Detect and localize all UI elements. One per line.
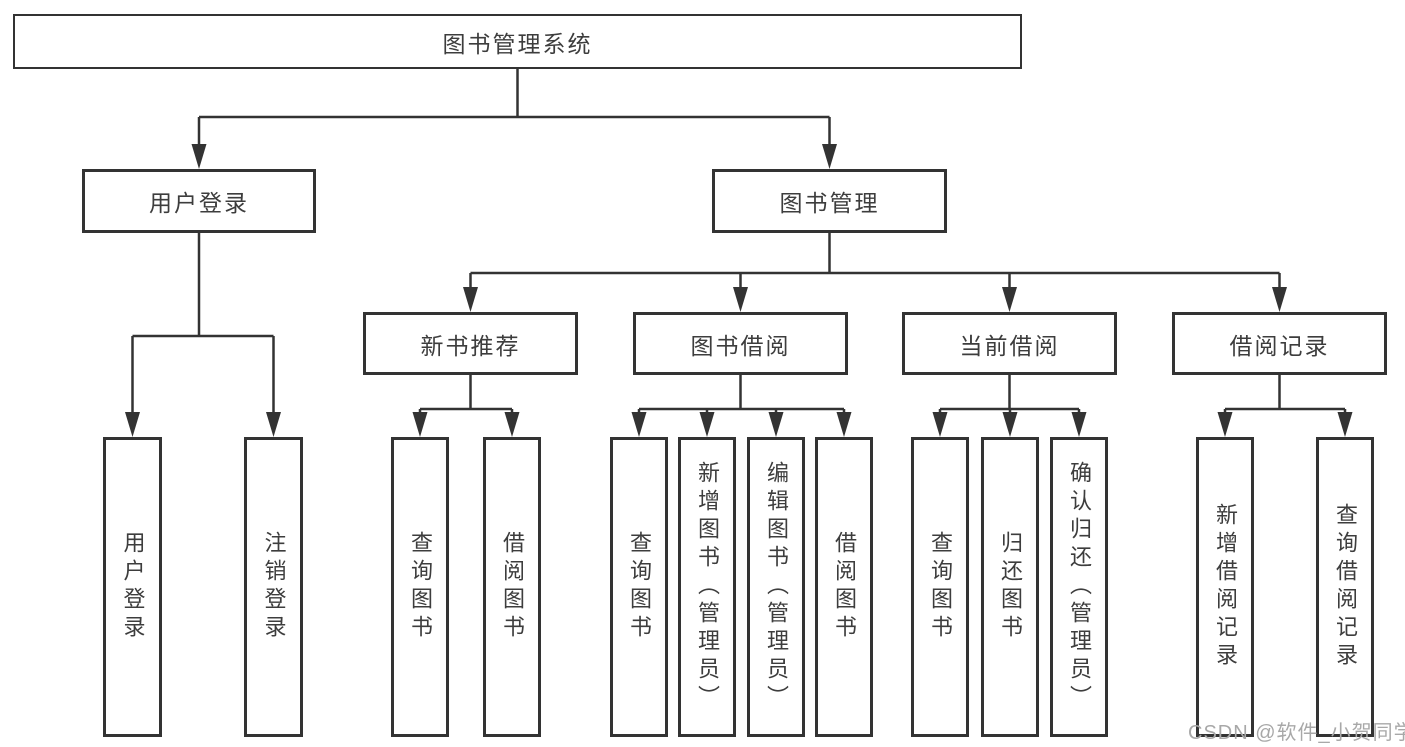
root-node: 图书管理系统: [13, 14, 1022, 69]
leaf-node-return-books: 归还图书: [981, 437, 1039, 737]
leaf-node-borrow-books: 借阅图书: [815, 437, 873, 737]
section-node-borrowing-records: 借阅记录: [1172, 312, 1387, 375]
branch-node-user-login: 用户登录: [82, 169, 316, 233]
section-node-current-borrowing: 当前借阅: [902, 312, 1117, 375]
leaf-node-add-books-admin: 新增图书（管理员）: [678, 437, 736, 737]
leaf-node-query-borrow-record: 查询借阅记录: [1316, 437, 1374, 737]
watermark: CSDN @软件_小贺同学: [1188, 722, 1405, 744]
leaf-node-query-books-borrowing: 查询图书: [610, 437, 668, 737]
section-node-new-book-recommendation: 新书推荐: [363, 312, 578, 375]
leaf-node-query-books-current: 查询图书: [911, 437, 969, 737]
leaf-node-borrow-books-recommend: 借阅图书: [483, 437, 541, 737]
leaf-node-edit-books-admin: 编辑图书（管理员）: [747, 437, 805, 737]
leaf-node-query-books-recommend: 查询图书: [391, 437, 449, 737]
section-node-book-borrowing: 图书借阅: [633, 312, 848, 375]
leaf-node-logout: 注销登录: [244, 437, 303, 737]
leaf-node-confirm-return-admin: 确认归还（管理员）: [1050, 437, 1108, 737]
branch-node-book-management: 图书管理: [712, 169, 947, 233]
arrowheads: [125, 144, 1353, 437]
leaf-node-add-borrow-record: 新增借阅记录: [1196, 437, 1254, 737]
leaf-node-user-login: 用户登录: [103, 437, 162, 737]
